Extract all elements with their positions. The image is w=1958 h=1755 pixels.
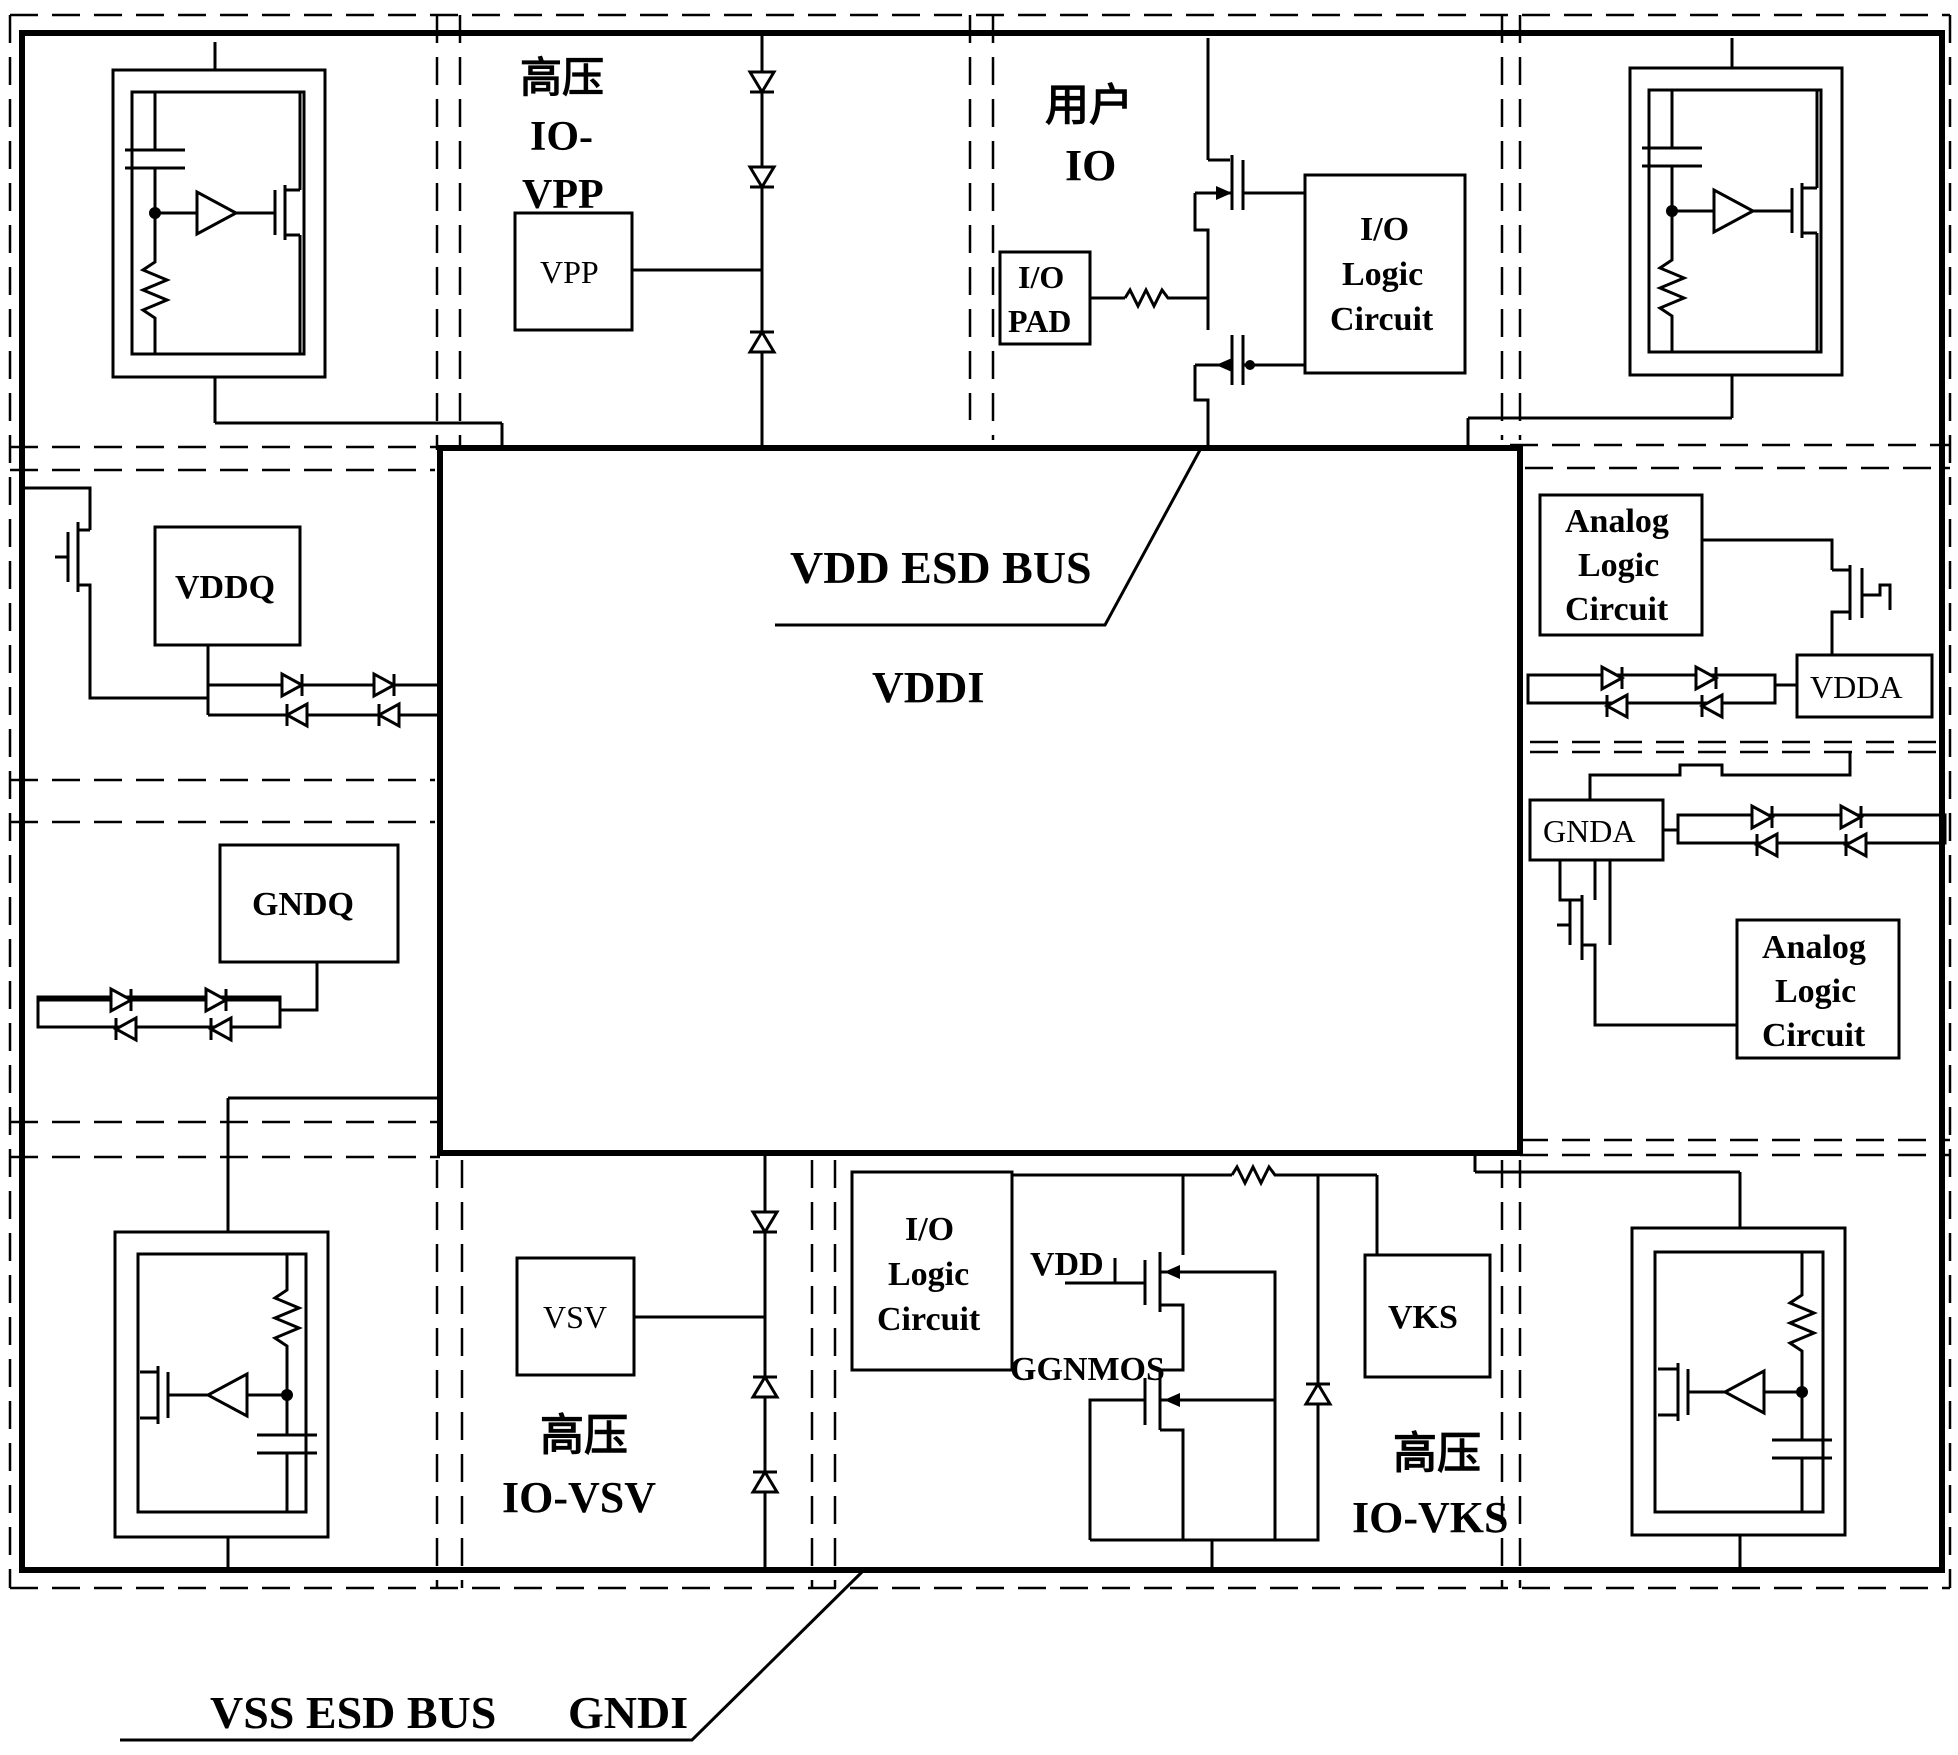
vss-esd-bus-label: VSS ESD BUS	[210, 1687, 496, 1738]
inverter-icon	[204, 1371, 249, 1419]
vdda-label: VDDA	[1810, 669, 1902, 705]
analog-bottom-line2: Logic	[1775, 973, 1856, 1010]
io-logic-bottom-line1: I/O	[905, 1211, 954, 1248]
diode-icon	[285, 702, 309, 728]
io-logic-bottom-line3: Circuit	[877, 1301, 981, 1338]
hv-io-vpp-label-line1: 高压	[520, 55, 604, 102]
analog-top-line1: Analog	[1565, 503, 1669, 540]
diode-icon	[372, 672, 396, 698]
clamp-cell-top-left	[111, 42, 504, 448]
vsv-block-label: VSV	[543, 1299, 607, 1335]
vddi-label: VDDI	[872, 663, 984, 712]
ggnmos-label: GGNMOS	[1010, 1351, 1165, 1388]
vks-block-label: VKS	[1388, 1299, 1458, 1336]
diode-icon	[1750, 804, 1774, 830]
vdd-esd-bus-block	[437, 445, 1523, 1156]
diode-icon	[109, 987, 133, 1013]
diode-icon	[751, 1375, 779, 1399]
analog-bottom-line1: Analog	[1762, 929, 1866, 966]
diode-icon	[209, 1016, 233, 1042]
vddq-cell: VDDQ	[22, 486, 440, 728]
diode-icon	[114, 1016, 138, 1042]
inverter-icon	[1712, 187, 1757, 235]
analog-bottom-line3: Circuit	[1762, 1017, 1866, 1054]
inverter-icon	[195, 189, 240, 237]
hv-io-vpp-label-line3: VPP	[522, 172, 604, 218]
vdd-esd-bus-label: VDD ESD BUS	[790, 542, 1092, 593]
diode-icon	[751, 1470, 779, 1494]
inverter-icon	[1721, 1368, 1766, 1416]
diode-icon	[1844, 832, 1868, 858]
diode-icon	[377, 702, 401, 728]
diode-icon	[1304, 1382, 1332, 1406]
hv-io-vsv-label-line1: 高压	[540, 1411, 628, 1460]
diode-icon	[204, 987, 228, 1013]
io-logic-top-line1: I/O	[1360, 211, 1409, 248]
vdd-label: VDD	[1030, 1246, 1104, 1283]
hv-io-vsv-cell: VSV 高压 IO-VSV	[502, 1153, 779, 1570]
diode-icon	[1839, 804, 1863, 830]
vdda-cell: Analog Logic Circuit VDDA	[1526, 493, 1934, 719]
gndq-label: GNDQ	[252, 886, 354, 923]
diode-icon	[751, 1210, 779, 1234]
diode-icon	[748, 330, 776, 354]
clamp-cell-top-right	[1466, 38, 1844, 448]
gndq-cell: GNDQ	[36, 843, 400, 1042]
diode-icon	[1605, 693, 1629, 719]
region-boundaries	[8, 13, 1952, 1590]
io-logic-top-line2: Logic	[1342, 256, 1423, 293]
hv-io-vpp-label-line2: IO-	[530, 114, 593, 160]
gnda-cell: GNDA Analog Logic Circuit	[1528, 752, 1947, 1060]
gnda-label: GNDA	[1543, 813, 1635, 849]
hv-io-vks-label-line2: IO-VKS	[1352, 1493, 1508, 1542]
hv-io-vks-cell: I/O Logic Circuit VKS VDD GGNMOS 高压 IO-V…	[850, 1163, 1508, 1570]
resistor-icon	[1230, 1163, 1377, 1187]
analog-top-line2: Logic	[1578, 547, 1659, 584]
resistor-icon	[1656, 243, 1688, 328]
diode-icon	[280, 672, 304, 698]
user-io-cell: 用户 IO I/O PAD I/O Logic Circuit	[998, 38, 1467, 448]
resistor-icon	[271, 1280, 303, 1360]
diode-icon	[1700, 693, 1724, 719]
io-pad-label-line2: PAD	[1008, 303, 1071, 339]
io-pad-label-line1: I/O	[1018, 259, 1064, 295]
vdd-esd-bus-leader	[775, 449, 1202, 627]
diode-icon	[1755, 832, 1779, 858]
diode-icon	[748, 70, 776, 94]
vpp-block-label: VPP	[540, 254, 599, 290]
io-logic-top-line3: Circuit	[1330, 301, 1434, 338]
resistor-icon	[139, 245, 171, 330]
hv-io-vsv-label-line2: IO-VSV	[502, 1473, 656, 1522]
vss-esd-bus-ring	[19, 30, 1945, 1573]
hv-io-vks-label-line1: 高压	[1393, 1429, 1481, 1478]
clamp-cell-bottom-left	[113, 1096, 440, 1570]
analog-top-line3: Circuit	[1565, 591, 1669, 628]
resistor-icon	[1123, 286, 1208, 310]
diode-icon	[1694, 665, 1718, 691]
gndi-label: GNDI	[568, 1687, 688, 1738]
io-logic-bottom-line2: Logic	[888, 1256, 969, 1293]
diode-icon	[748, 165, 776, 189]
resistor-icon	[1786, 1285, 1818, 1365]
vss-esd-bus-leader	[120, 1570, 864, 1742]
vddq-label: VDDQ	[175, 569, 275, 606]
diode-icon	[1600, 665, 1624, 691]
clamp-cell-bottom-right	[1473, 1153, 1847, 1570]
user-io-label-line2: IO	[1065, 141, 1116, 190]
hv-io-vpp-cell: 高压 IO- VPP VPP	[513, 33, 776, 448]
user-io-label-line1: 用户	[1045, 81, 1133, 130]
